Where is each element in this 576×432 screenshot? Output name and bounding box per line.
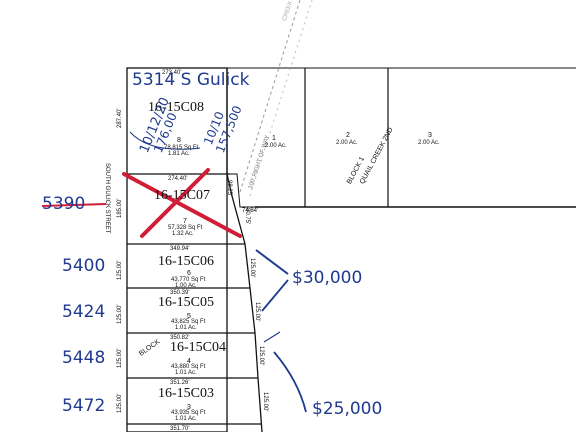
parcel-column-outline [126,67,228,432]
subdiv-lot-acres-2: 2.00 Ac. [336,140,358,146]
ink-stroke-lot5 [261,279,289,312]
lot-top-3: 351.26' [170,380,190,386]
lot-number-7: 7 [183,218,187,225]
parcel-id-4: 16-15C04 [170,340,226,355]
red-cross-stroke-2 [140,168,210,238]
top-dimension: 273.40' [162,70,182,76]
handwritten-address-lot6: 5400 [62,256,106,276]
handwritten-price-upper: $30,000 [292,268,363,288]
lot-side-8: 287.40' [117,108,123,129]
subdiv-lot-number-3: 3 [428,132,432,139]
lot-side-7: 185.00' [117,198,123,219]
road-edge-2 [249,0,313,197]
ink-underline [129,131,201,150]
lot-acres-6: 1.00 Ac. [175,283,197,289]
handwritten-price-lower: $25,000 [312,399,383,419]
street-label: SOUTH GULICK STREET [104,163,110,234]
lot-side-6: 125.00' [117,260,123,281]
red-cross-stroke-1 [122,172,242,238]
lot-top-6: 349.94' [170,246,190,252]
lot7-edge-dim: 80.75' [244,208,250,225]
lot-top-7: 274.40' [168,176,188,182]
lot-acres-7: 1.32 Ac. [172,231,194,237]
handwritten-address: 5314 S Gulick [132,70,250,90]
lot-top-4: 350.82' [170,335,190,341]
bottom-dimension: 351.70' [170,426,190,432]
lot-acres-3: 1.01 Ac. [175,416,197,422]
handwritten-address-lot5: 5424 [62,302,106,322]
parcel-id-8: 16-15C08 [148,100,204,115]
lot-number-6: 6 [187,270,191,277]
lot-number-8: 8 [177,137,181,144]
parcel-id-5: 16-15C05 [158,295,214,310]
handwritten-address-lot7: 5390 [42,194,86,214]
red-strike-5390 [41,203,107,207]
lot-sqft-7: 57,328 Sq Ft [168,225,203,231]
subdiv-lot-number-2: 2 [346,132,350,139]
parcel-id-7: 16-15C07 [154,188,210,203]
ink-stroke-lot4-lower [273,351,307,413]
road-edge-1 [239,0,301,193]
lot-acres-5: 1.01 Ac. [175,325,197,331]
lot-acres-8: 1.81 Ac. [168,151,190,157]
lot-side-4: 125.00' [117,348,123,369]
lot-side-3-right: 125.00' [262,392,268,412]
lot-sqft-3: 43,935 Sq Ft [171,410,206,416]
handwritten-address-lot4: 5448 [62,348,106,368]
lot-top-5: 350.39' [170,290,190,296]
subdiv-lot-number-1: 1 [272,135,276,142]
lot-sqft-4: 43,880 Sq Ft [171,364,206,370]
lot-sqft-8: 78,815 Sq Ft [164,145,199,151]
subdiv-lot-acres-3: 2.00 Ac. [418,140,440,146]
lot-number-5: 5 [187,313,191,320]
lot-side-3: 125.00' [117,393,123,414]
parcel-id-3: 16-15C03 [158,386,214,401]
lot7-notch [230,173,258,208]
lot8-edge-dim: 98.25' [226,180,232,197]
ink-stroke-lot6 [255,249,289,275]
lot-side-4-right: 125.00' [258,346,264,366]
lot-acres-4: 1.01 Ac. [175,370,197,376]
lot-number-3: 3 [187,404,191,411]
parcel-id-6: 16-15C06 [158,254,214,269]
west-parcels-east-boundary [226,68,263,432]
lot-sqft-6: 43,770 Sq Ft [171,277,206,283]
lot-side-5-right: 125.00' [254,302,260,322]
handwritten-address-lot3: 5472 [62,396,106,416]
lot-side-6-right: 125.00' [249,258,255,278]
lot-number-4: 4 [187,358,191,365]
lot-sqft-5: 43,825 Sq Ft [171,319,206,325]
subdiv-lot-acres-1: 2.00 Ac. [265,143,287,149]
lot-side-5: 125.00' [117,304,123,325]
ink-stroke-lot4 [263,331,281,343]
lot7-right-dim: 74.84' [242,208,259,214]
